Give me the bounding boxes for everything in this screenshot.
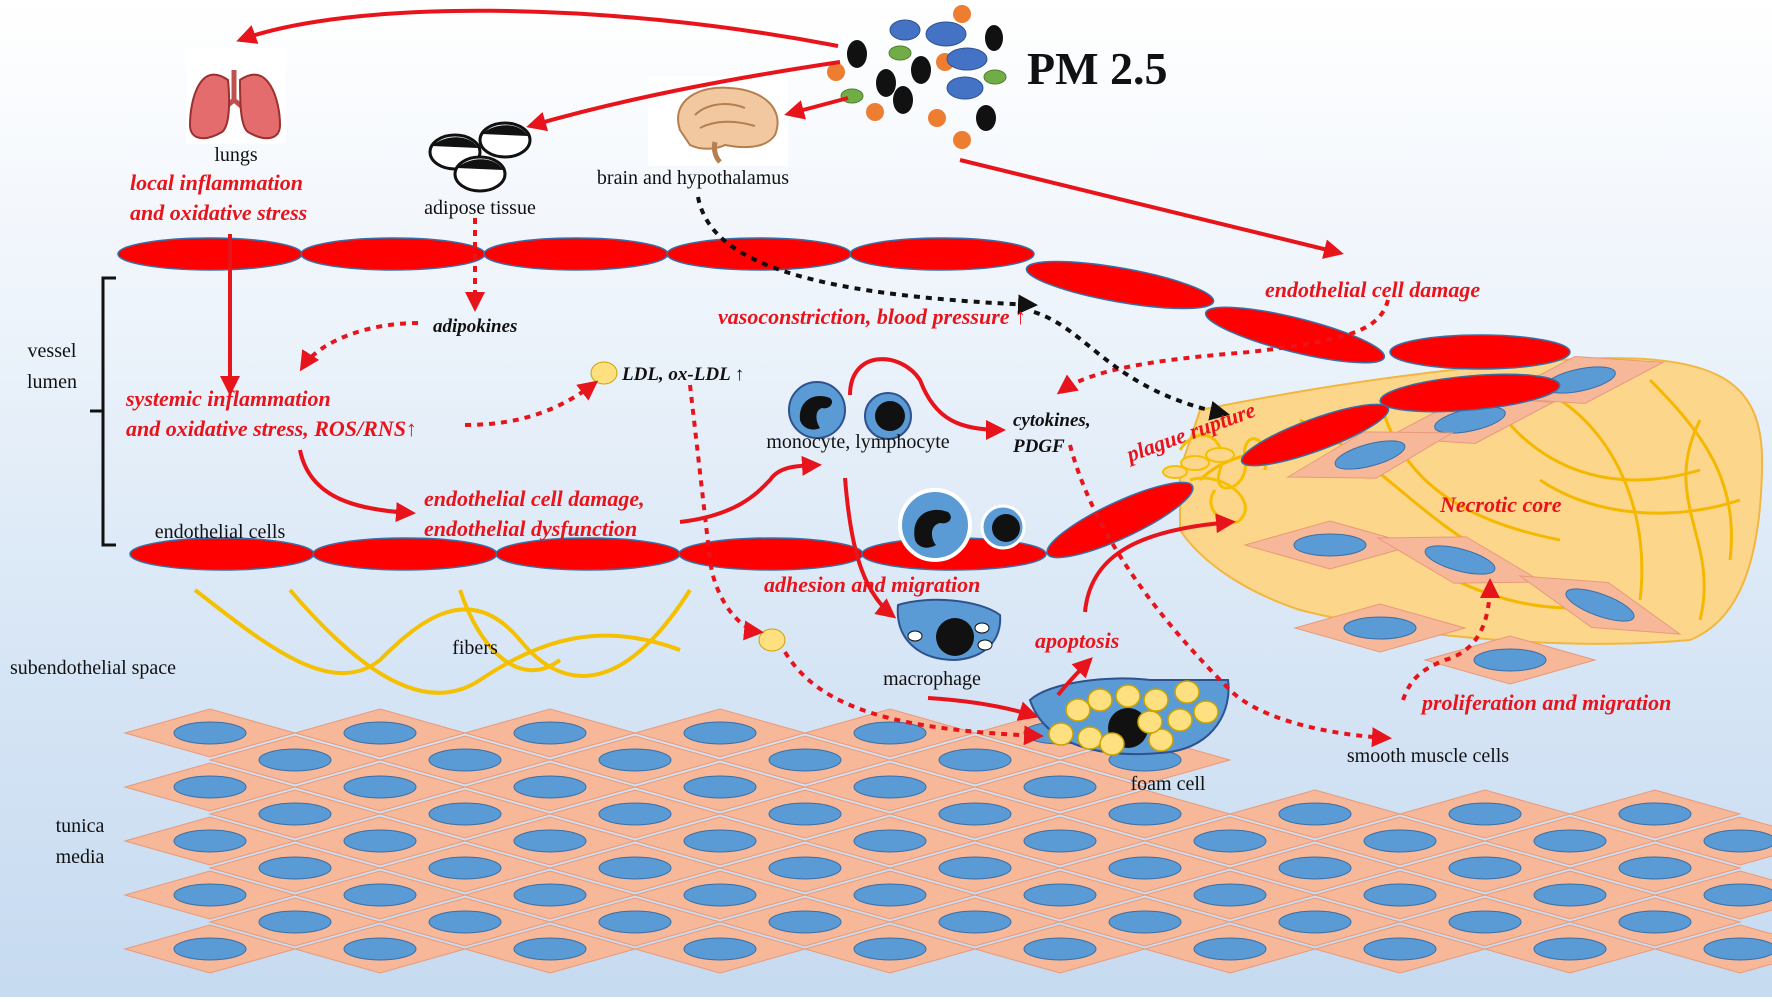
pm25-particles [827,5,1007,149]
label-systemic-2: and oxidative stress, ROS/RNS↑ [126,416,417,441]
monocyte-lymphocyte-cells [788,381,912,440]
label-cytokines-1: cytokines, [1013,410,1091,431]
label-lungs: lungs [214,144,258,166]
brain-icon [648,76,788,166]
label-adipokines: adipokines [433,316,517,337]
label-endo-damage-2: endothelial dysfunction [424,516,637,541]
tunica-media-cells [124,708,1772,974]
label-vasoconstriction: vasoconstriction, blood pressure ↑ [718,304,1026,329]
label-smooth-muscle: smooth muscle cells [1347,745,1509,767]
label-local-inflammation-1: local inflammation [130,170,303,195]
lower-endothelium [129,481,1194,571]
label-local-inflammation-2: and oxidative stress [130,200,307,225]
foam-cell [1028,677,1230,756]
dotted-arrows [299,218,1500,748]
label-subendothelial: subendothelial space [10,657,176,679]
adhering-cells [898,488,1026,562]
label-apoptosis: apoptosis [1035,628,1119,653]
label-fibers: fibers [452,637,498,659]
label-adhesion: adhesion and migration [764,572,980,597]
label-lumen: lumen [27,371,77,393]
upper-endothelium [117,237,1571,467]
rupture-fibers [1162,433,1268,525]
label-brain: brain and hypothalamus [597,167,789,189]
ldl-particle [590,361,618,385]
lumen-bracket [90,276,116,547]
dotted-arrow-rupture [1033,310,1230,421]
label-tunica: tunica [56,815,105,837]
label-macrophage: macrophage [883,668,981,690]
subendothelial-fibers [193,588,692,695]
lungs-icon [186,48,286,144]
label-necrotic-core: Necrotic core [1439,492,1562,517]
label-foam-cell: foam cell [1131,773,1206,795]
label-endo-damage-1: endothelial cell damage, [424,486,645,511]
label-monocyte: monocyte, lymphocyte [766,431,949,453]
label-cytokines-2: PDGF [1012,436,1065,457]
label-media: media [56,846,105,868]
label-adipose: adipose tissue [424,197,536,219]
label-vessel: vessel [28,340,77,362]
label-endothelial-cells: endothelial cells [155,521,286,543]
title: PM 2.5 [1027,43,1168,94]
label-systemic-1: systemic inflammation [125,386,331,411]
label-proliferation: proliferation and migration [1420,690,1671,715]
label-endo-cell-damage: endothelial cell damage [1265,277,1480,302]
dotted-arrow-brain [696,196,1038,315]
ldl-particle-subendothelial [758,628,786,652]
label-ldl: LDL, ox-LDL ↑ [621,364,744,385]
adipose-tissue-icon [428,121,532,193]
solid-arrows [220,8,1344,721]
macrophage-cell [896,598,1002,662]
